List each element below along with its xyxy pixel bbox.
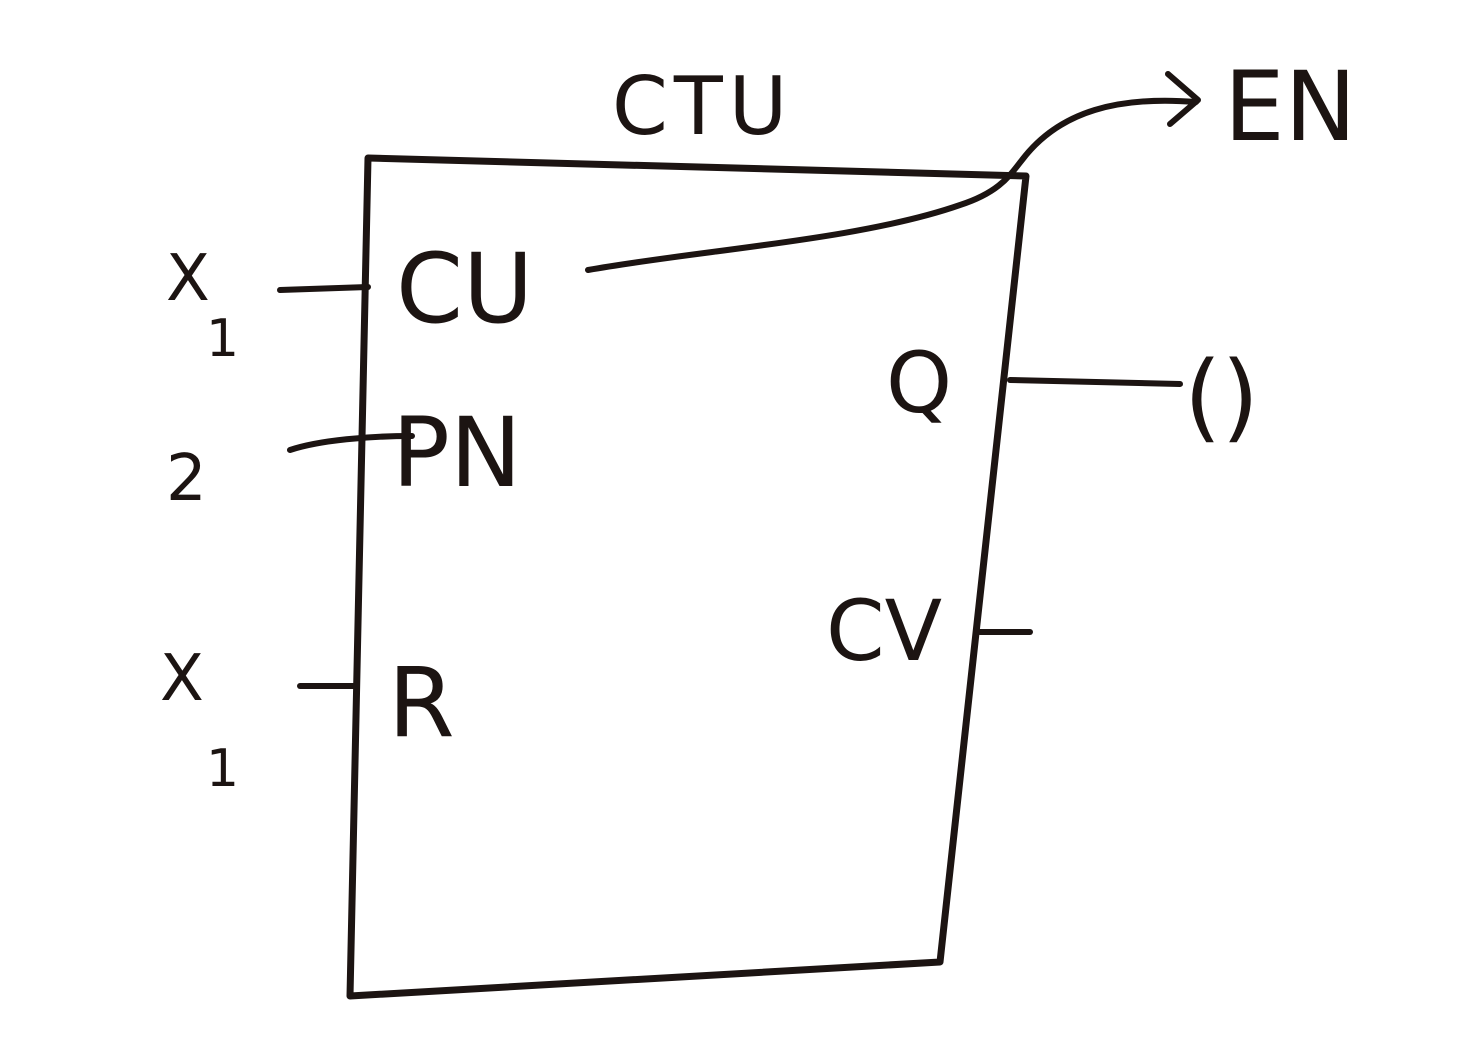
r-signal-subscript: 1 <box>206 739 239 799</box>
r-signal-name: X <box>160 642 204 716</box>
r-pin-label: R <box>388 647 455 759</box>
cu-signal-name: X <box>166 242 210 316</box>
ctu-block-outline <box>346 154 1030 1000</box>
en-annotation-label: EN <box>1224 51 1356 163</box>
cu-pin-label: CU <box>396 233 533 345</box>
cu-input-wire <box>277 284 371 293</box>
q-pin-label: Q <box>886 334 952 432</box>
block-title: CTU <box>612 60 793 153</box>
pv-pin-label: PN <box>392 397 522 509</box>
cv-pin-label: CV <box>826 582 942 680</box>
pv-input-wire <box>287 433 415 453</box>
q-coil-symbol: () <box>1184 341 1259 453</box>
en-connection-curve <box>585 97 1199 273</box>
q-output-wire <box>1007 377 1183 387</box>
cu-signal-subscript: 1 <box>206 309 239 369</box>
pv-signal-value: 2 <box>166 442 207 516</box>
en-arrow-head <box>1165 71 1201 127</box>
